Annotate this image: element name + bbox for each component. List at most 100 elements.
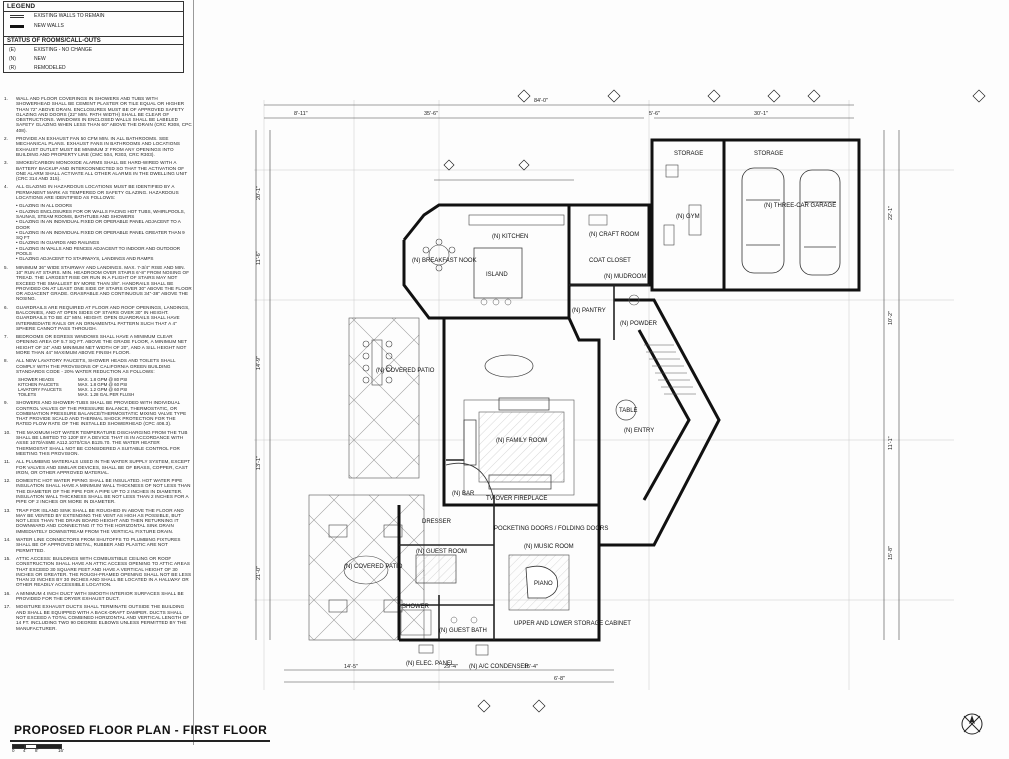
legend-title: LEGEND: [4, 2, 183, 12]
note-item: 2. PROVIDE AN EXHAUST FAN 50 CFM MIN. IN …: [4, 136, 192, 157]
condenser-label: (N) A/C CONDENSER: [469, 664, 529, 670]
section-markers: [443, 89, 986, 713]
general-notes: 1.WALL AND FLOOR COVERINGS IN SHOWERS AN…: [4, 96, 192, 636]
room-label-covered-patio: (N) COVERED PATIO: [376, 368, 435, 374]
note-item: 1.WALL AND FLOOR COVERINGS IN SHOWERS AN…: [4, 96, 192, 133]
bath-sink: [450, 616, 458, 624]
section-marker-icon: [517, 89, 531, 103]
note-number: 8.: [4, 358, 9, 364]
note-number: 16.: [4, 590, 11, 596]
fixture-rate: MAX. 1.8 GPM @ 60 PSI: [78, 382, 128, 388]
bullet-item: • GLAZING IN GUARDS AND RAILINGS: [16, 240, 100, 246]
elec-panel-label: (N) ELEC. PANEL: [406, 661, 455, 667]
overall-dimension: 84'-0": [534, 98, 548, 104]
note-text: ALL NEW LAVATORY FAUCETS, SHOWER HEADS A…: [16, 358, 176, 374]
note-text: ALL GLAZING IN HAZARDOUS LOCATIONS MUST …: [16, 184, 179, 201]
note-item: 8. ALL NEW LAVATORY FAUCETS, SHOWER HEADS…: [4, 358, 192, 374]
guest-bed: [415, 554, 457, 584]
bullet-text: GLAZING IN AN INDIVIDUAL FIXED OR OPERAB…: [16, 229, 185, 241]
patio-dining-set: [362, 339, 393, 386]
note-number: 2.: [4, 136, 9, 142]
note-number: 1.: [4, 96, 9, 101]
note-text: A MINIMUM 4 INCH DUCT WITH SMOOTH INTERI…: [16, 590, 184, 602]
left-dimensions: [255, 130, 271, 640]
staircase: [644, 344, 696, 395]
note-item: 14. WATER LINE CONNECTORS FROM SHUTOFFS T…: [4, 537, 192, 553]
north-arrow-icon: [960, 712, 984, 736]
note-item: 9.SHOWERS AND SHOWER-TUBS SHALL BE PROVI…: [4, 400, 192, 426]
status-label: REMODELED: [34, 65, 66, 71]
top-dim: 30'-1": [754, 111, 768, 117]
legend-row-existing: EXISTING WALLS TO REMAIN: [4, 12, 183, 20]
bottom-dim: 14'-5": [344, 664, 358, 670]
right-dim: 11'-1": [888, 436, 894, 450]
right-dim: 10'-2": [888, 311, 894, 325]
right-dim: 15'-8": [888, 546, 894, 560]
room-label-guest: (N) GUEST ROOM: [416, 549, 467, 555]
top-dim: 5'-6": [649, 111, 660, 117]
gym-equipment: [663, 164, 702, 246]
note-number: 3.: [4, 160, 9, 166]
shower-label: SHOWER: [402, 604, 430, 610]
note-number: 13.: [4, 507, 11, 513]
note-text: WATER LINE CONNECTORS FROM SHUTOFFS TO P…: [16, 537, 181, 553]
closet-label: COAT CLOSET: [589, 258, 631, 264]
exterior-walls: [397, 138, 861, 642]
note-number: 10.: [4, 429, 11, 435]
scale-bar: 0 4' 8' 16': [12, 744, 112, 754]
note-text: TRAP FOR ISLAND SINK SHALL BE ROUGHED IN…: [16, 507, 184, 534]
bullet-text: GLAZING IN AN INDIVIDUAL FIXED OR OPERAB…: [16, 219, 181, 230]
bullet-item: • GLAZING ENCLOSURES FOR OR WALLS FACING…: [16, 208, 185, 219]
room-label-garage: (N) THREE-CAR GARAGE: [764, 203, 836, 209]
room-label-kitchen: (N) KITCHEN: [492, 234, 528, 240]
bullet-text: GLAZING ENCLOSURES FOR OR WALLS FACING H…: [16, 208, 185, 219]
fireplace-label: TV OVER FIREPLACE: [486, 496, 547, 502]
note-text: PROVIDE AN EXHAUST FAN 50 CFM MIN. IN AL…: [16, 136, 181, 157]
top-dim: 8'-11": [294, 111, 308, 117]
section-marker-icon: [707, 89, 721, 103]
note-item: 13. TRAP FOR ISLAND SINK SHALL BE ROUGHED…: [4, 508, 192, 534]
section-marker-icon: [477, 699, 491, 713]
note-item: 17.MOISTURE EXHAUST DUCTS SHALL TERMINAT…: [4, 604, 192, 630]
note-text: SMOKE/CARBON MONOXIDE ALARMS SHALL BE HA…: [16, 160, 188, 182]
room-label-music: (N) MUSIC ROOM: [524, 544, 574, 550]
bar-counter: [445, 462, 495, 501]
cabinet-label: UPPER AND LOWER STORAGE CABINET: [514, 621, 631, 627]
shower-enclosure: [400, 609, 432, 636]
note-text: BEDROOMS OR EGRESS WINDOWS SHALL HAVE A …: [16, 334, 188, 356]
dining-table: [484, 354, 534, 378]
fixture-rate: MAX. 1.8 GPM @ 80 PSI: [78, 377, 128, 383]
section-marker-icon: [972, 89, 986, 103]
status-code: (N): [9, 56, 16, 62]
status-row: (R) REMODELED: [4, 64, 183, 72]
car-icon: [799, 169, 841, 276]
note-item: 3. SMOKE/CARBON MONOXIDE ALARMS SHALL BE …: [4, 160, 192, 181]
section-marker-icon: [807, 89, 821, 103]
bullet-text: GLAZING IN WALLS AND FENCES ADJACENT TO …: [16, 245, 181, 257]
piano-icon: [525, 565, 559, 599]
hazard-bullets: • GLAZING IN ALL DOORS • GLAZING ENCLOSU…: [16, 203, 192, 261]
piano-label: PIANO: [534, 581, 553, 587]
note-text: THE MAXIMUM HOT WATER TEMPERATURE DISCHA…: [16, 429, 188, 456]
scale-mark: 8': [35, 748, 39, 753]
note-number: 14.: [4, 537, 11, 543]
bullet-item: • GLAZING IN ALL DOORS: [16, 203, 73, 209]
sheet-title: PROPOSED FLOOR PLAN - FIRST FLOOR: [14, 723, 268, 737]
storage-label: STORAGE: [674, 151, 703, 157]
room-label-family: (N) FAMILY ROOM: [496, 438, 547, 444]
garage-cars: [741, 167, 841, 276]
note-number: 5.: [4, 264, 9, 270]
title-underline: [10, 740, 270, 742]
entry-table: [615, 399, 637, 421]
legend-label: EXISTING WALLS TO REMAIN: [34, 13, 105, 19]
bottom-dim: 6'-8": [554, 676, 565, 682]
bullet-text: GLAZING ADJACENT TO STAIRWAYS, LANDINGS …: [18, 256, 154, 262]
section-marker-icon: [607, 89, 621, 103]
covered-patio-lower: [308, 494, 425, 641]
note-number: 7.: [4, 334, 9, 340]
note-item: 12.DOMESTIC HOT WATER PIPING SHALL BE IN…: [4, 478, 192, 504]
legend-label: NEW WALLS: [34, 23, 64, 29]
